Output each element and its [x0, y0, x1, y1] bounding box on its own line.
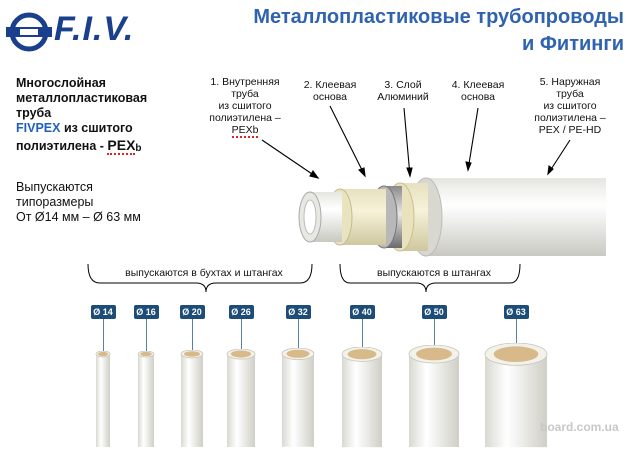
- pipe-sample: [484, 342, 548, 447]
- desc-line: типоразмеры: [16, 195, 94, 209]
- size-pointer-line: [362, 319, 363, 354]
- size-pointer-line: [192, 319, 193, 354]
- pipe-sample: [226, 348, 256, 447]
- desc-text: полиэтилена -: [16, 139, 108, 153]
- size-badge: Ø 26: [228, 305, 254, 319]
- size-badge: Ø 63: [503, 305, 529, 319]
- pipe-sample: [137, 351, 155, 447]
- desc-line: металлопластиковая: [16, 91, 148, 105]
- size-pointer-line: [103, 319, 104, 354]
- size-pointer-line: [516, 319, 517, 354]
- size-badge: Ø 20: [179, 305, 205, 319]
- size-pointer-line: [298, 319, 299, 354]
- size-badge: Ø 32: [285, 305, 311, 319]
- desc-line: FIVPEX из сшитого: [16, 121, 196, 136]
- pipe-sample: [95, 351, 111, 447]
- layer-label-5: 5. Наружная труба из сшитого полиэтилена…: [534, 76, 606, 136]
- pex-sub: b: [135, 143, 142, 154]
- desc-text: из сшитого: [60, 121, 133, 135]
- pipe-sample: [180, 350, 204, 447]
- logo-icon: [6, 12, 52, 52]
- desc-line: Многослойная: [16, 76, 106, 90]
- pipe-bore: [303, 199, 317, 235]
- layer-label-4: 4. Клеевая основа: [451, 79, 505, 103]
- size-badge: Ø 14: [90, 305, 116, 319]
- group-label-bars-only: выпускаются в штангах: [356, 267, 512, 279]
- product-description: Многослойная металлопластиковая труба FI…: [16, 76, 196, 156]
- desc-line: труба: [16, 106, 52, 120]
- brand-name: F.I.V.: [54, 10, 135, 48]
- brand-logo: F.I.V.: [6, 8, 136, 54]
- watermark: board.com.ua: [540, 420, 619, 434]
- layer-label-3: 3. Слой Алюминий: [377, 79, 429, 103]
- group-label-coils-and-bars: выпускаются в бухтах и штангах: [108, 267, 300, 279]
- size-pointer-line: [434, 319, 435, 354]
- desc-line: От Ø14 мм – Ø 63 мм: [16, 210, 141, 224]
- outer-layer: [426, 178, 606, 256]
- size-badge: Ø 40: [349, 305, 375, 319]
- group-brackets: [87, 263, 521, 293]
- pipe-sample: [408, 345, 460, 447]
- pipe-sample: [281, 348, 315, 447]
- pex-label: PEX: [107, 137, 136, 155]
- size-pointer-line: [241, 319, 242, 354]
- layer-label-1: 1. Внутренняя труба из сшитого полиэтиле…: [209, 76, 281, 138]
- size-badge: Ø 50: [421, 305, 447, 319]
- title-line-2: и Фитинги: [521, 33, 624, 55]
- size-range-description: Выпускаются типоразмеры От Ø14 мм – Ø 63…: [16, 180, 206, 225]
- pointer-lines: [261, 105, 571, 179]
- size-badge: Ø 16: [133, 305, 159, 319]
- brand-word: FIVPEX: [16, 121, 61, 135]
- page-title: Металлопластиковые трубопроводы и Фитинг…: [184, 4, 624, 58]
- desc-line: Выпускаются: [16, 180, 93, 194]
- pipe-sample: [341, 346, 383, 447]
- layer-label-2: 2. Клеевая основа: [303, 79, 357, 103]
- desc-line: полиэтилена - PEXb: [16, 137, 196, 156]
- size-pointer-line: [146, 319, 147, 354]
- title-line-1: Металлопластиковые трубопроводы: [253, 6, 624, 28]
